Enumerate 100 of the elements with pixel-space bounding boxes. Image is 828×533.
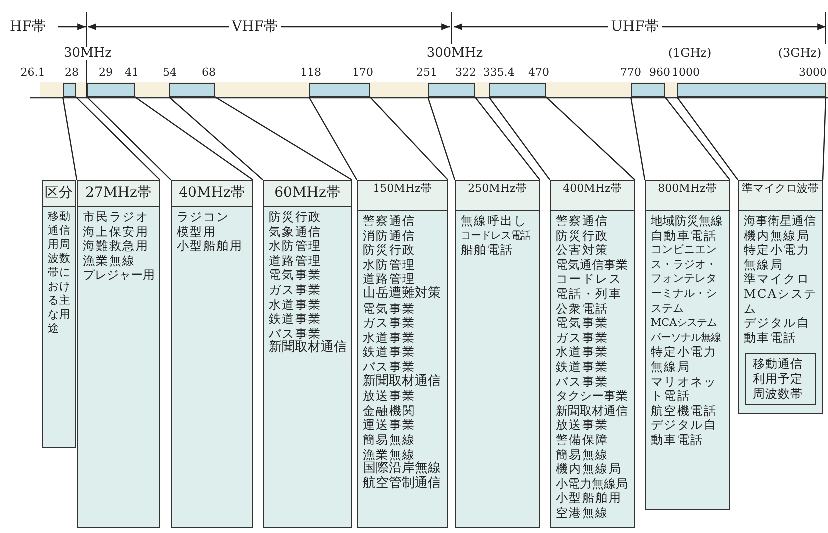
usage-text: 電気通信事業 (556, 258, 629, 272)
usage-column (42, 180, 76, 448)
usage-text: バス事業 (556, 374, 610, 390)
usage-text: 地域防災無線 (651, 214, 724, 229)
usage-text: 機内無線局 (744, 228, 811, 244)
usage-text: 水道事業 (363, 330, 417, 346)
column-heading: 150MHz帯 (358, 181, 447, 211)
column-heading: 400MHz帯 (551, 181, 634, 211)
leader-line (76, 96, 160, 180)
usage-text: 移動通信用周波数帯における主な用途 (48, 210, 71, 336)
usage-text: 海事衛星通信 (744, 214, 817, 229)
leader-line (86, 96, 172, 180)
usage-text: 電気事業 (269, 268, 323, 283)
usage-column (738, 180, 823, 414)
leader-line (822, 96, 827, 180)
usage-text: 小型船舶用 (556, 491, 623, 506)
usage-text: バス事業 (269, 326, 322, 341)
band-segment (63, 83, 76, 97)
band-segment (428, 83, 475, 97)
usage-text: 道路管理 (363, 272, 416, 286)
usage-text: 警察通信 (363, 214, 417, 229)
usage-column (455, 180, 540, 528)
tick-label: 960 (650, 67, 670, 78)
leader-line (134, 96, 254, 180)
leader-line (676, 96, 738, 180)
usage-column (263, 180, 352, 528)
band-name: UHF帯 (608, 20, 662, 34)
usage-text: 特定小電力無線局 (744, 243, 811, 272)
usage-text: 水防管理 (269, 239, 323, 254)
band-segment (631, 83, 665, 97)
usage-text: 水道事業 (556, 345, 610, 360)
column-heading: 区分 (43, 181, 75, 207)
usage-text: 海難救急用 (83, 239, 150, 254)
usage-column (171, 180, 253, 528)
usage-text: プレジャー用 (83, 268, 155, 283)
leader-line (308, 96, 358, 180)
leader-line (474, 96, 540, 180)
usage-text: 簡易無線 (363, 432, 417, 448)
usage-text: 新聞取材通信 (556, 404, 629, 418)
tick-label: 335.4 (483, 67, 515, 78)
usage-text: 電気事業 (556, 316, 610, 331)
usage-text: 新聞取材通信 (269, 341, 347, 356)
column-heading: 27MHz帯 (78, 181, 159, 207)
usage-text: 模型用 (177, 224, 218, 240)
tick-label: 251 (416, 67, 438, 78)
tick-label: 470 (528, 67, 550, 78)
usage-column (77, 180, 160, 528)
usage-text: 鉄道事業 (363, 345, 417, 360)
leader-line (630, 96, 646, 180)
tick-label: 68 (202, 67, 216, 78)
usage-text: パーソナル無線 (651, 330, 722, 346)
tick-label: 322 (456, 67, 476, 78)
usage-text: 小型船舶用 (177, 239, 244, 254)
usage-text: 漁業無線 (363, 448, 417, 462)
usage-text: 新聞取材通信 (363, 374, 442, 390)
leader-line (664, 96, 730, 180)
note-text: 移動通信利用予定周波数帯 (752, 357, 804, 402)
usage-text: バス事業 (363, 360, 417, 374)
leader-line (488, 96, 550, 180)
column-heading: 800MHz帯 (646, 181, 729, 211)
usage-column (357, 180, 448, 528)
column-heading: 40MHz帯 (172, 181, 252, 207)
usage-text: 国際沿岸無線 (363, 462, 442, 476)
tick-label: 3000 (799, 67, 827, 78)
usage-text: ガス事業 (363, 316, 417, 331)
usage-text: 公害対策 (556, 243, 610, 258)
usage-text: 気象通信 (269, 224, 323, 240)
usage-text: 小電力無線局 (556, 476, 629, 492)
usage-text: 準マイクロMCAシステム (744, 272, 818, 316)
usage-text: 放送事業 (363, 389, 417, 404)
usage-text: タクシー事業 (556, 389, 629, 404)
tick-label: 770 (620, 67, 642, 78)
usage-text: コードレス電話・列車公衆電話 (556, 272, 623, 316)
band-segment (677, 83, 826, 97)
usage-text: ガス事業 (556, 330, 610, 346)
usage-text: 消防通信 (363, 228, 417, 244)
usage-text: デジタル自動車電話 (744, 316, 811, 346)
usage-text: 道路管理 (269, 254, 323, 268)
usage-text: 航空機電話 (651, 404, 718, 418)
column-heading: 準マイクロ波帯 (739, 181, 822, 211)
usage-text: 防災行政 (363, 243, 417, 258)
band-name: VHF帯 (228, 20, 282, 34)
tick-label: 54 (163, 67, 177, 78)
tick-label: 26.1 (20, 67, 46, 78)
band-segment (87, 83, 135, 97)
band-segment (489, 83, 546, 97)
tick-label: 1000 (672, 67, 700, 78)
usage-text: 機内無線局 (556, 462, 623, 477)
usage-text: 放送事業 (556, 418, 610, 433)
usage-text: 海上保安用 (83, 224, 150, 240)
usage-text: 鉄道事業 (556, 360, 610, 375)
usage-text: 防災行政 (556, 228, 610, 244)
usage-text: 船舶電話 (461, 243, 515, 258)
tick-label: 118 (300, 67, 322, 78)
usage-text: 簡易無線 (556, 448, 610, 462)
band-segment (169, 83, 215, 97)
usage-column (550, 180, 635, 528)
tick-label: 170 (352, 67, 374, 78)
usage-text: ラジコン (177, 210, 231, 225)
usage-text: 漁業無線 (83, 254, 137, 268)
